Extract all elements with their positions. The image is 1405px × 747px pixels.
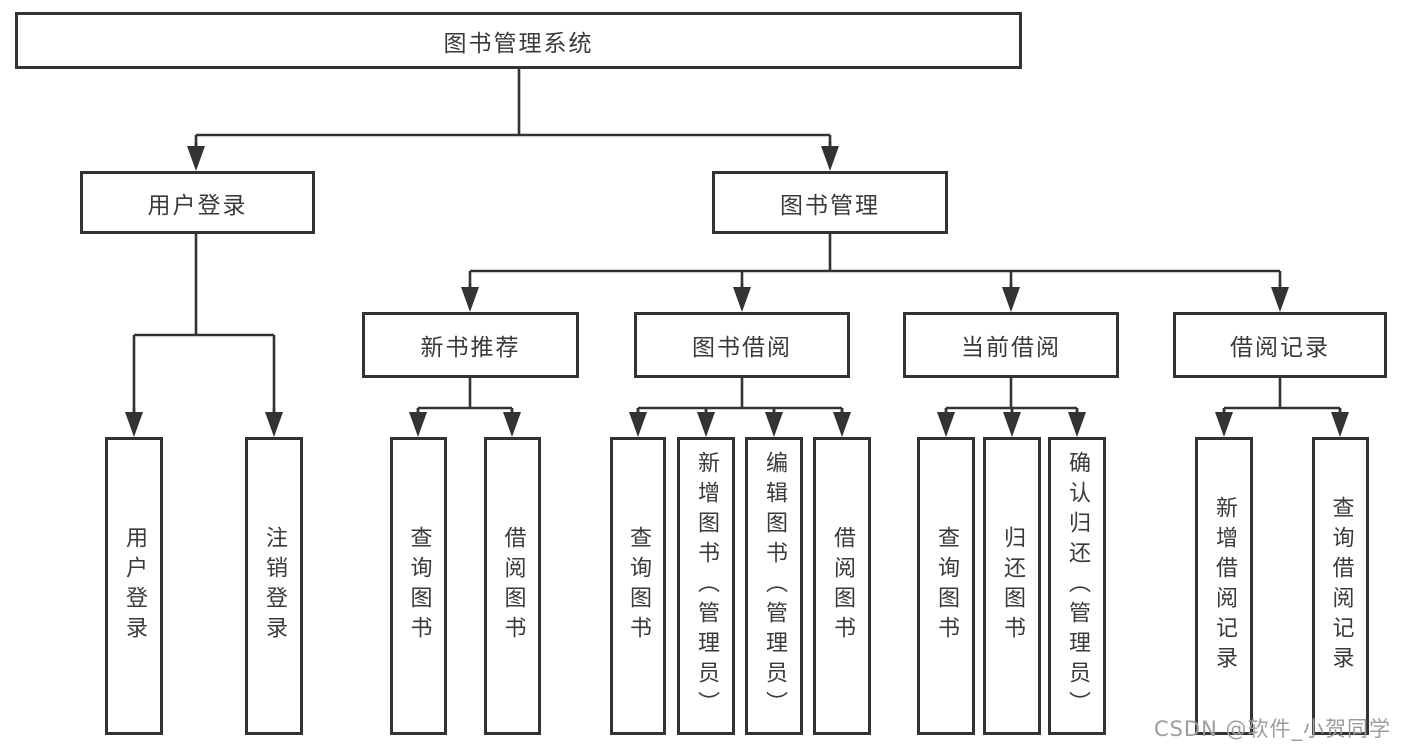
- leaf-newbooks-query-books-label: 查询图书: [406, 526, 432, 646]
- leaf-borrowing-borrow-books: 借阅图书: [813, 437, 871, 735]
- leaf-add-books-admin-label: 新增图书（管理员）: [694, 451, 719, 721]
- leaf-newbooks-query-books: 查询图书: [390, 437, 447, 735]
- node-book-borrowing-label: 图书借阅: [692, 335, 792, 361]
- leaf-query-borrow-record-label: 查询借阅记录: [1328, 496, 1354, 676]
- node-book-borrowing: 图书借阅: [634, 312, 850, 378]
- leaf-edit-books-admin: 编辑图书（管理员）: [745, 437, 803, 735]
- leaf-borrowing-query-books-label: 查询图书: [626, 526, 651, 646]
- node-new-book-recommend-label: 新书推荐: [420, 335, 521, 361]
- leaf-add-borrow-record-label: 新增借阅记录: [1212, 496, 1237, 676]
- node-book-management: 图书管理: [712, 171, 948, 234]
- node-new-book-recommend: 新书推荐: [362, 312, 579, 378]
- leaf-current-query-books: 查询图书: [917, 437, 975, 735]
- leaf-confirm-return-admin: 确认归还（管理员）: [1048, 437, 1106, 735]
- leaf-borrowing-borrow-books-label: 借阅图书: [830, 526, 855, 646]
- leaf-return-books-label: 归还图书: [1000, 526, 1025, 646]
- leaf-add-books-admin: 新增图书（管理员）: [677, 437, 735, 735]
- node-borrowing-records-label: 借阅记录: [1230, 335, 1330, 361]
- node-user-login: 用户登录: [80, 171, 315, 234]
- leaf-query-borrow-record: 查询借阅记录: [1312, 437, 1369, 735]
- node-borrowing-records: 借阅记录: [1173, 312, 1387, 378]
- leaf-logout-label: 注销登录: [262, 526, 287, 646]
- leaf-edit-books-admin-label: 编辑图书（管理员）: [762, 451, 787, 721]
- leaf-return-books: 归还图书: [983, 437, 1041, 735]
- node-user-login-label: 用户登录: [147, 192, 248, 219]
- node-current-borrowing-label: 当前借阅: [961, 335, 1061, 361]
- leaf-add-borrow-record: 新增借阅记录: [1195, 437, 1253, 735]
- node-book-management-label: 图书管理: [780, 192, 880, 219]
- leaf-newbooks-borrow-books-label: 借阅图书: [500, 526, 526, 646]
- leaf-newbooks-borrow-books: 借阅图书: [484, 437, 541, 735]
- node-root-label: 图书管理系统: [443, 30, 594, 57]
- node-current-borrowing: 当前借阅: [903, 312, 1119, 378]
- leaf-user-login: 用户登录: [105, 437, 163, 735]
- leaf-confirm-return-admin-label: 确认归还（管理员）: [1065, 451, 1090, 721]
- leaf-user-login-label: 用户登录: [122, 526, 147, 646]
- node-root: 图书管理系统: [15, 12, 1022, 69]
- leaf-borrowing-query-books: 查询图书: [610, 437, 666, 735]
- leaf-current-query-books-label: 查询图书: [934, 526, 959, 646]
- leaf-logout: 注销登录: [245, 437, 303, 735]
- csdn-watermark: CSDN @软件_小贺同学: [1153, 717, 1391, 741]
